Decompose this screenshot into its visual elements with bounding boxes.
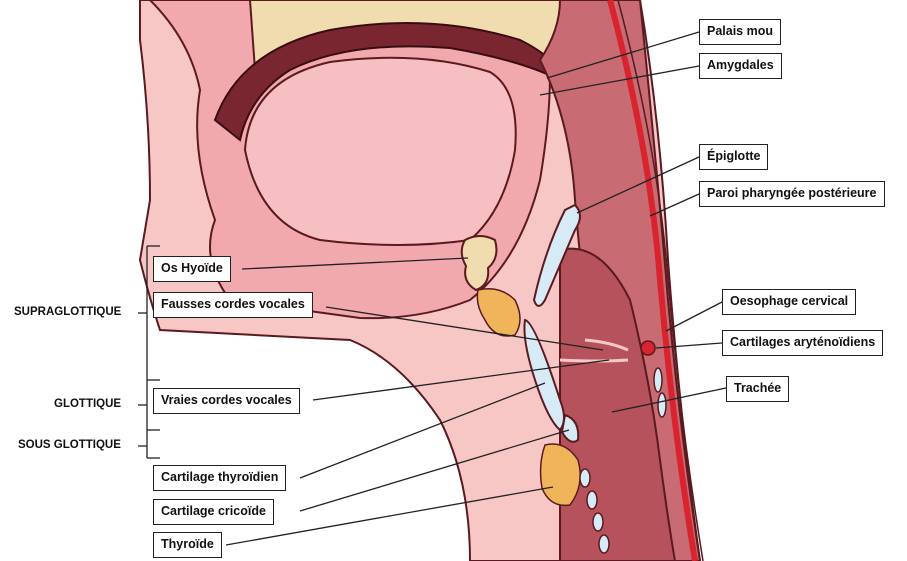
hyoid-bone	[460, 235, 498, 292]
tracheal-rings	[579, 367, 667, 554]
region-sous-glottique: SOUS GLOTTIQUE	[18, 439, 121, 451]
label-oesophage: Oesophage cervical	[722, 289, 857, 315]
label-aryteno: Cartilages aryténoïdiens	[722, 330, 884, 356]
cricoid-cartilage	[560, 413, 580, 443]
thyroid-gland	[539, 443, 581, 507]
label-palais-mou: Palais mou	[699, 19, 781, 45]
label-paroi-pharyngee: Paroi pharyngée postérieure	[699, 181, 885, 207]
fat-pad-upper	[476, 288, 521, 337]
label-thyroide: Thyroïde	[153, 532, 222, 558]
thyroid-cartilage	[523, 318, 565, 432]
leader-lines	[225, 31, 727, 546]
posterior-artery	[607, 0, 698, 561]
tongue-body	[243, 56, 517, 246]
label-fausses-cordes: Fausses cordes vocales	[153, 292, 313, 318]
label-amygdales: Amygdales	[699, 53, 782, 79]
arytenoid-dot	[640, 340, 656, 356]
region-supraglottique: SUPRAGLOTTIQUE	[14, 306, 122, 318]
label-cartilage-thyroidien: Cartilage thyroïdien	[153, 465, 287, 491]
region-glottique: GLOTTIQUE	[54, 398, 122, 410]
label-cartilage-cricoide: Cartilage cricoïde	[153, 499, 274, 525]
label-trachee: Trachée	[726, 376, 790, 402]
label-epiglotte: Épiglotte	[699, 144, 769, 170]
label-os-hyoide: Os Hyoïde	[153, 256, 231, 282]
label-vraies-cordes: Vraies cordes vocales	[153, 388, 300, 414]
region-bracket	[138, 245, 160, 459]
epiglottis	[532, 203, 581, 307]
